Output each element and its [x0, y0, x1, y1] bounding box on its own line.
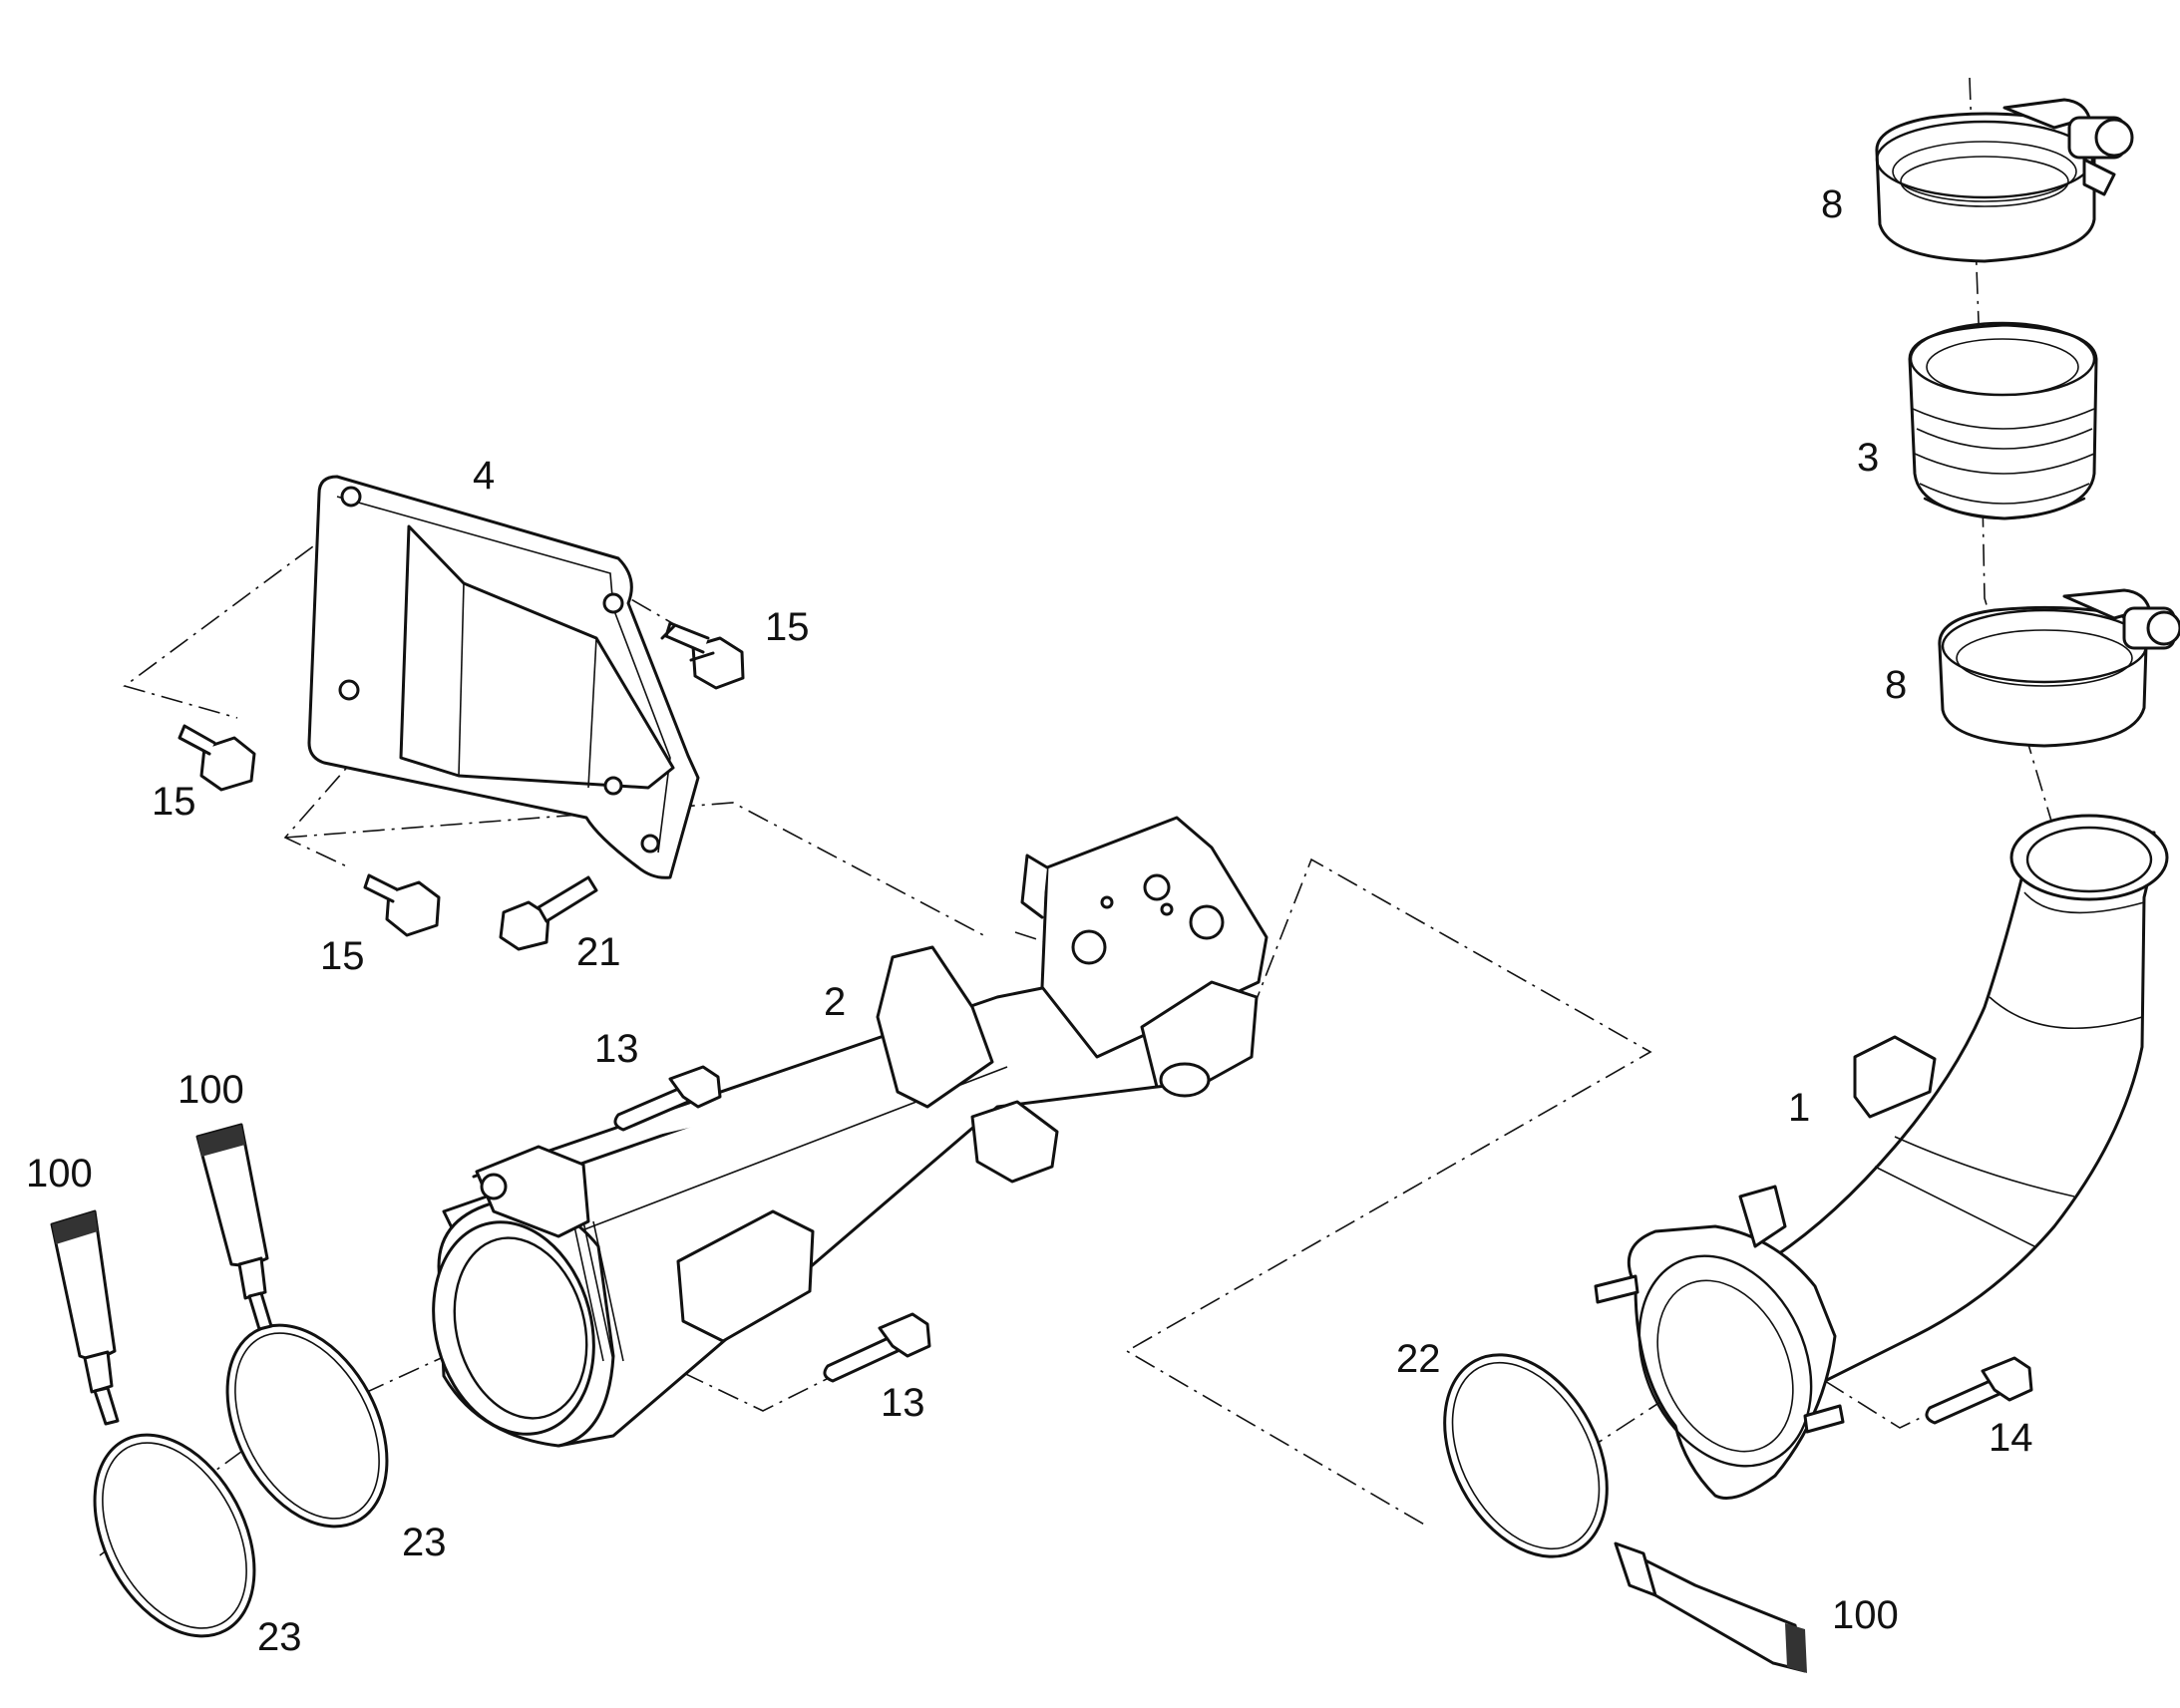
callout-100-center: 100: [178, 1068, 244, 1112]
part-22-o-ring: [1443, 1353, 1609, 1558]
part-23-o-ring-rear: [225, 1323, 389, 1529]
part-14-bolt: [1925, 1356, 2033, 1425]
part-21-bolt: [499, 875, 598, 951]
callout-23-rear: 23: [402, 1521, 447, 1564]
part-2-main-tube: [432, 816, 1269, 1448]
part-15-bolt-left: [178, 724, 256, 792]
callout-14: 14: [1989, 1416, 2033, 1460]
callout-22: 22: [1396, 1337, 1441, 1381]
callout-21: 21: [576, 930, 621, 974]
callout-1: 1: [1788, 1086, 1810, 1130]
callout-23-front: 23: [257, 1615, 302, 1659]
callout-15-lower: 15: [320, 934, 365, 978]
part-3-sleeve: [1908, 321, 2098, 520]
part-1-elbow-pipe: [1594, 814, 2169, 1500]
callout-13-upper: 13: [594, 1027, 639, 1071]
part-8-clamp-lower: [1938, 588, 2180, 748]
callout-8-lower: 8: [1885, 663, 1907, 707]
part-13-bolt-lower: [823, 1312, 931, 1383]
part-15-bolt-upper: [660, 621, 745, 690]
part-8-clamp-top: [1875, 98, 2134, 263]
callout-13-lower: 13: [881, 1381, 925, 1425]
callout-3: 3: [1857, 436, 1879, 480]
part-15-bolt-lower: [363, 873, 441, 937]
callout-2: 2: [824, 980, 846, 1024]
callout-100-right: 100: [1832, 1593, 1899, 1637]
part-13-bolt-upper: [613, 1065, 722, 1132]
part-100-sealant-tube-left: [50, 1209, 120, 1426]
callout-15-upper: 15: [765, 605, 810, 649]
callout-4: 4: [473, 454, 495, 498]
callout-labels: 1 2 3 4 8 8 13 13 14 15 15 15 21 22 23 2…: [26, 182, 2033, 1659]
part-23-o-ring-front: [93, 1433, 256, 1638]
part-100-sealant-tube-right: [1614, 1541, 1807, 1673]
part-100-sealant-tube-center: [195, 1123, 273, 1331]
callout-8-top: 8: [1821, 182, 1843, 226]
part-4-bracket: [307, 475, 700, 879]
callout-100-left: 100: [26, 1152, 93, 1196]
callout-15-left: 15: [152, 780, 196, 824]
